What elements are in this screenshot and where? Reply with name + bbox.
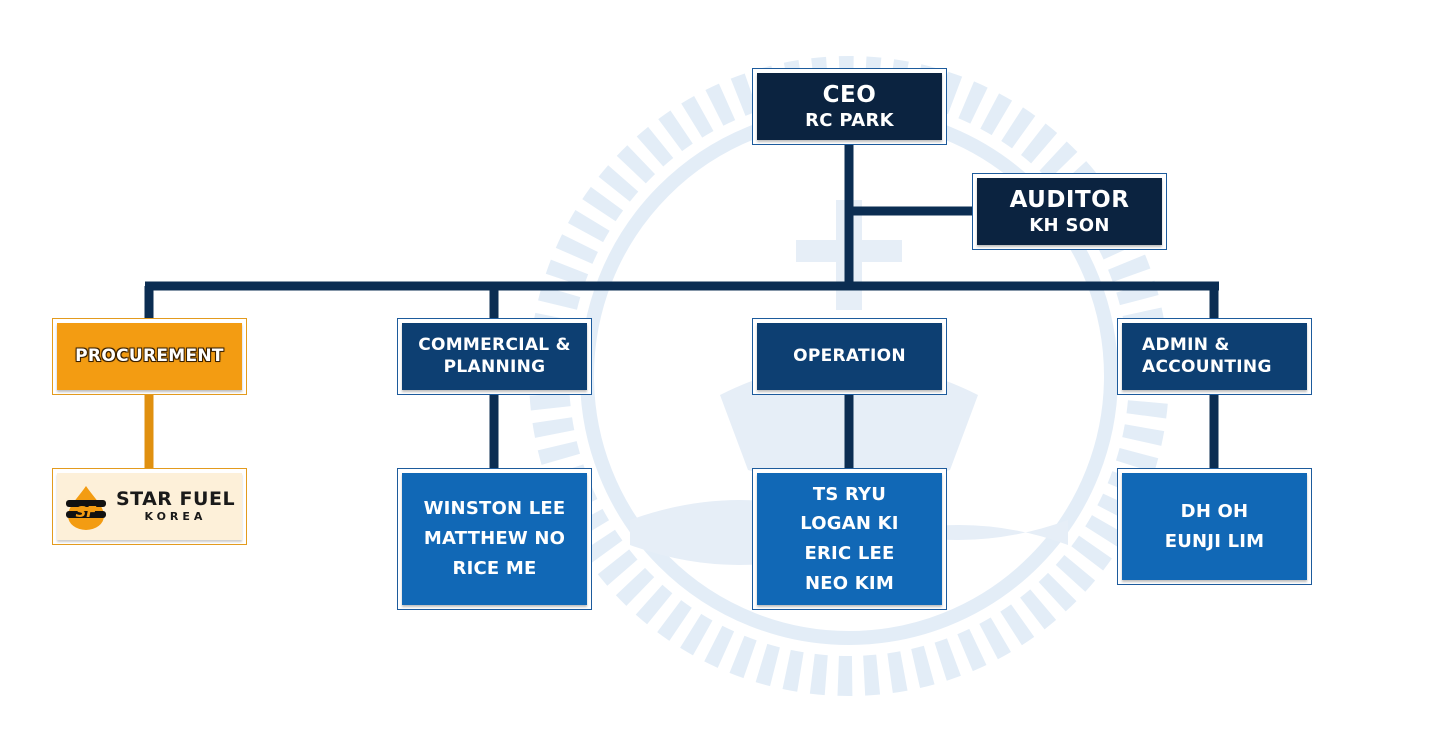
member-name: NEO KIM <box>805 572 894 594</box>
ceo-name: RC PARK <box>805 109 894 131</box>
members-commercial-planning: WINSTON LEE MATTHEW NO RICE ME <box>397 468 592 610</box>
member-name: DH OH <box>1180 500 1249 522</box>
ceo-box: CEO RC PARK <box>752 68 947 145</box>
ceo-title: CEO <box>822 81 877 108</box>
department-label: ACCOUNTING <box>1142 356 1272 377</box>
department-label: OPERATION <box>793 345 906 366</box>
logo-region: KOREA <box>144 510 207 524</box>
department-label: PLANNING <box>443 356 546 377</box>
department-admin-accounting: ADMIN & ACCOUNTING <box>1117 318 1312 395</box>
department-label: COMMERCIAL & <box>418 335 571 356</box>
member-name: ERIC LEE <box>804 543 895 564</box>
auditor-name: KH SON <box>1029 214 1110 236</box>
member-name: MATTHEW NO <box>423 528 566 550</box>
department-label: PROCUREMENT <box>75 345 224 366</box>
auditor-title: AUDITOR <box>1009 186 1130 213</box>
member-name: TS RYU <box>812 483 887 505</box>
svg-text:SF: SF <box>75 503 97 521</box>
star-fuel-logo-box: SF STAR FUEL KOREA <box>52 468 247 545</box>
department-commercial-planning: COMMERCIAL & PLANNING <box>397 318 592 395</box>
department-operation: OPERATION <box>752 318 947 395</box>
star-fuel-logo-icon: SF <box>65 485 106 530</box>
department-label: ADMIN & <box>1142 335 1230 356</box>
members-admin-accounting: DH OH EUNJI LIM <box>1117 468 1312 585</box>
member-name: WINSTON LEE <box>423 498 566 520</box>
member-name: RICE ME <box>452 557 537 579</box>
department-procurement: PROCUREMENT <box>52 318 247 395</box>
members-operation: TS RYU LOGAN KI ERIC LEE NEO KIM <box>752 468 947 610</box>
logo-brand: STAR FUEL <box>115 488 236 511</box>
member-name: EUNJI LIM <box>1164 530 1265 552</box>
member-name: LOGAN KI <box>800 513 899 535</box>
auditor-box: AUDITOR KH SON <box>972 173 1167 250</box>
